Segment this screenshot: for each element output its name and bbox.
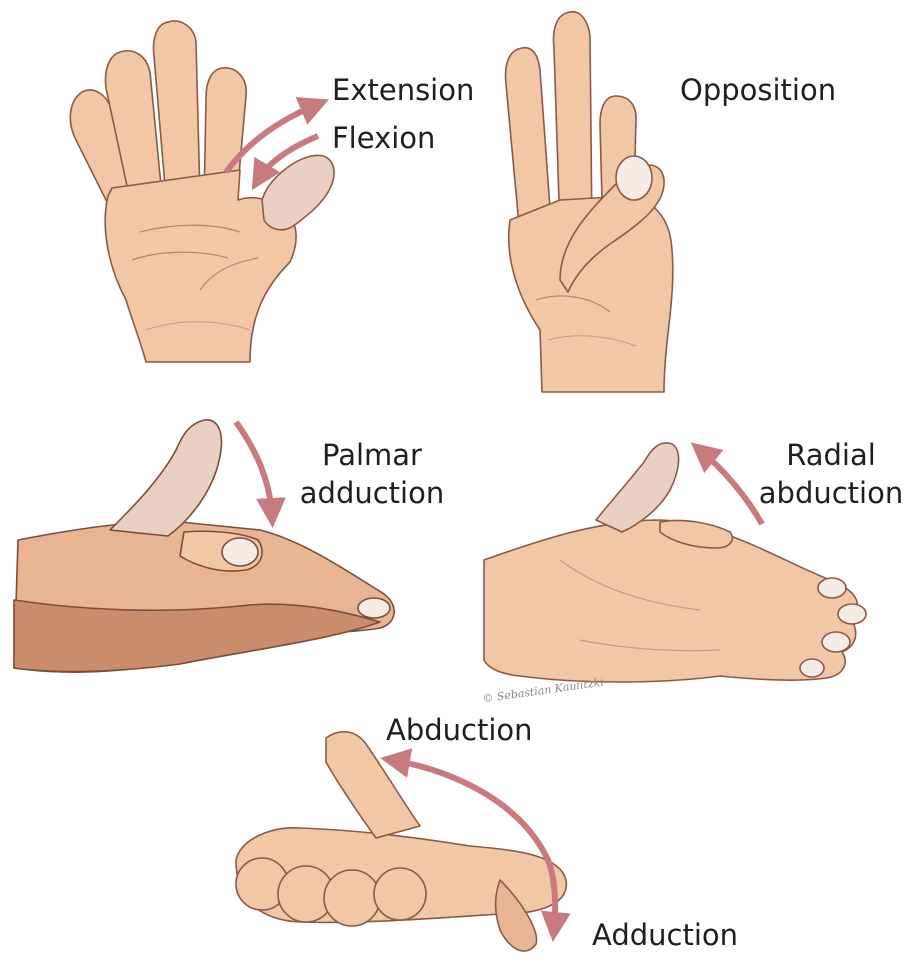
label-palmar-line2: adduction — [292, 474, 452, 512]
label-palmar-line1: Palmar — [292, 436, 452, 474]
palm-hand-illustration — [70, 21, 334, 362]
label-adduction: Adduction — [592, 916, 738, 954]
label-abduction: Abduction — [386, 711, 533, 749]
label-radial-abduction: Radial abduction — [756, 436, 906, 512]
label-palmar-adduction: Palmar adduction — [292, 436, 452, 512]
palmar-adduction-arrow — [236, 422, 272, 516]
label-flexion: Flexion — [332, 119, 435, 157]
label-radial-line1: Radial — [756, 436, 906, 474]
radial-abduction-arrow — [700, 450, 762, 524]
label-radial-line2: abduction — [756, 474, 906, 512]
label-extension: Extension — [332, 71, 474, 109]
opposition-hand-illustration — [506, 12, 673, 392]
label-opposition: Opposition — [680, 71, 836, 109]
